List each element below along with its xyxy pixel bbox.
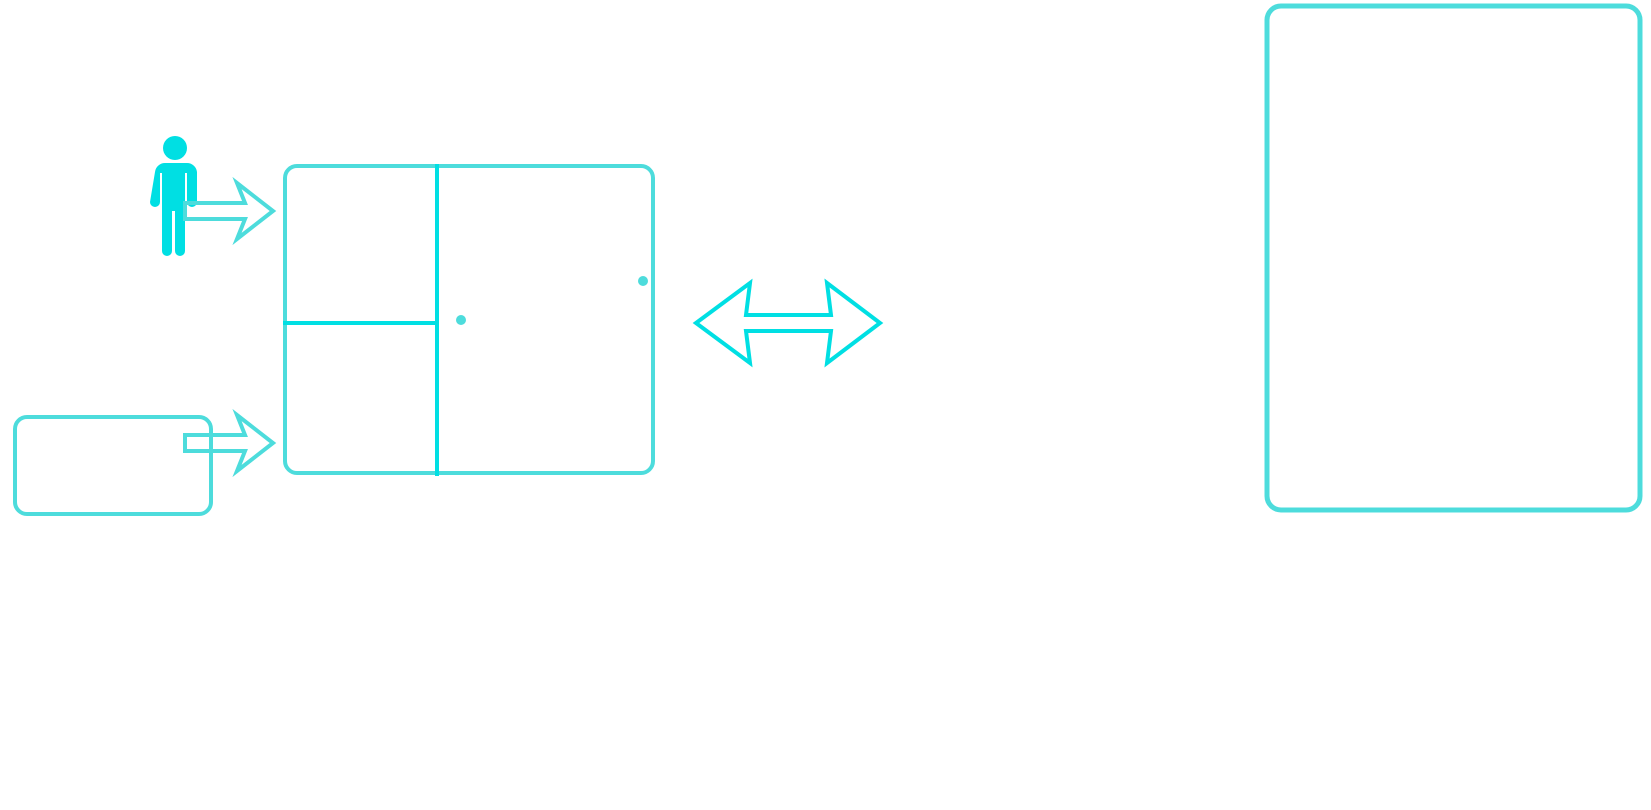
dot-marker [638, 276, 648, 286]
person-icon [150, 136, 197, 256]
dot-marker [456, 315, 466, 325]
arrow-right-top [183, 176, 277, 246]
arrow-right-bottom [183, 408, 277, 478]
input-box [13, 415, 213, 516]
right-box [1264, 3, 1643, 513]
double-arrow [692, 278, 884, 368]
center-box [283, 164, 655, 475]
